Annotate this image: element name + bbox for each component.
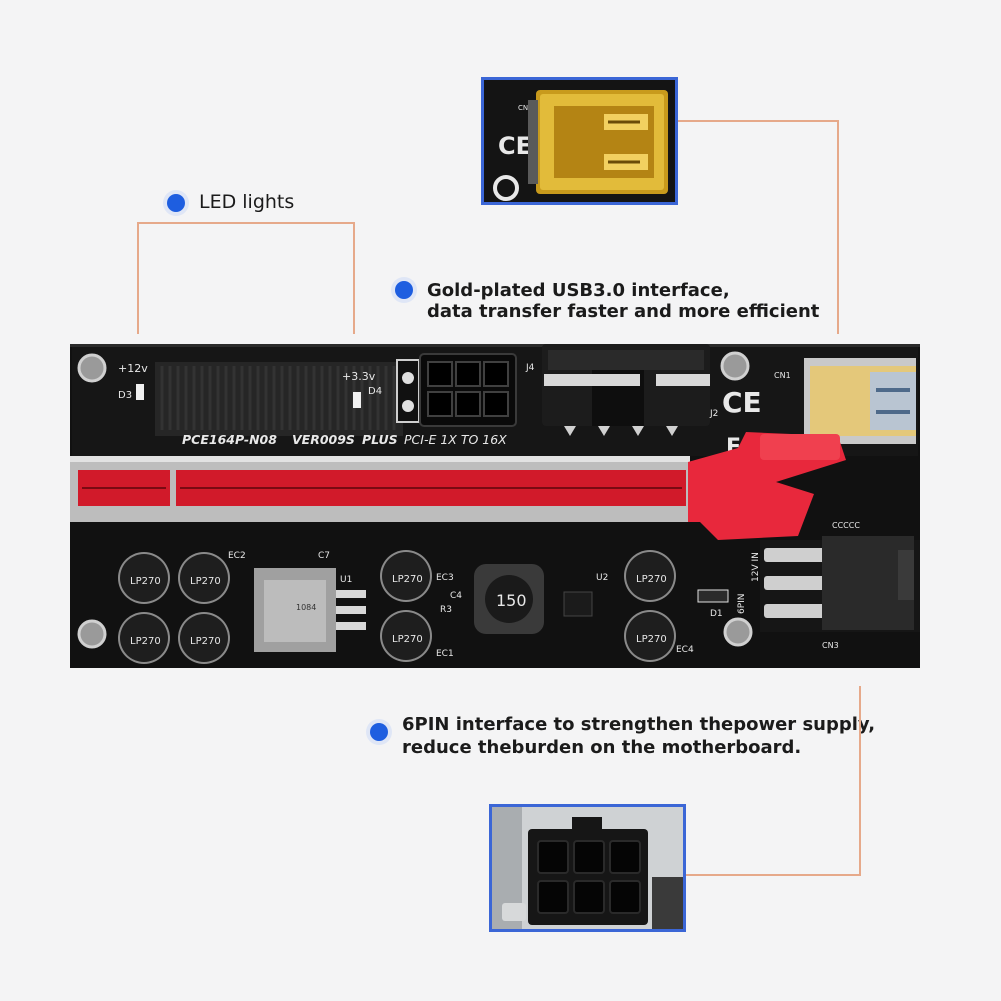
- label-12v: +12v: [118, 362, 148, 375]
- sixpin-callout-text: 6PIN interface to strengthen thepower su…: [402, 713, 875, 759]
- led-line-top: [137, 222, 355, 224]
- label-c4: C4: [450, 591, 462, 601]
- usb-line-top: [677, 120, 839, 122]
- bullet-icon: [395, 281, 413, 299]
- led-line-left: [137, 222, 139, 334]
- label-d1: D1: [710, 609, 723, 619]
- led-callout-text: LED lights: [199, 191, 295, 213]
- bullet-icon: [370, 723, 388, 741]
- label-regulator: 1084: [296, 603, 316, 612]
- bullet-icon: [167, 194, 185, 212]
- label-inductor: 150: [496, 591, 527, 610]
- svg-text:LP270: LP270: [636, 634, 667, 645]
- label-ec3: EC3: [436, 573, 454, 583]
- label-ec1: EC1: [436, 649, 454, 659]
- sixpin-line-right: [859, 686, 861, 876]
- svg-text:LP270: LP270: [130, 636, 161, 647]
- led-callout: LED lights: [167, 191, 295, 213]
- sixpin-closeup-inset: [489, 804, 686, 932]
- riser-board: +12v D3 +3.3v D4 J4 J2 CE FC CN1 PCE164P…: [70, 344, 920, 668]
- usb-callout-text: Gold-plated USB3.0 interface, data trans…: [427, 280, 819, 322]
- svg-text:LP270: LP270: [190, 576, 221, 587]
- sixpin-line-bottom: [685, 874, 861, 876]
- usb-closeup-image: CN1 CE: [484, 80, 675, 202]
- led-d4: [353, 392, 361, 408]
- label-u2: U2: [596, 573, 608, 583]
- label-r3: R3: [440, 605, 452, 615]
- label-ec2: EC2: [228, 551, 246, 561]
- label-spec: PCI-E 1X TO 16X: [404, 432, 507, 447]
- label-12vin: 12V IN: [751, 552, 761, 582]
- sixpin-callout-line-1: 6PIN interface to strengthen thepower su…: [402, 714, 876, 735]
- svg-text:LP270: LP270: [636, 574, 667, 585]
- label-model: PCE164P-N08: [182, 432, 277, 447]
- label-sixpin: 6PIN: [737, 593, 747, 614]
- label-j2: J2: [709, 409, 718, 419]
- usb-callout-line-1: Gold-plated USB3.0 interface,: [427, 280, 730, 301]
- label-d4: D4: [368, 386, 382, 397]
- label-plus: PLUS: [362, 432, 398, 447]
- svg-text:LP270: LP270: [392, 574, 423, 585]
- label-d3: D3: [118, 390, 132, 401]
- svg-text:LP270: LP270: [190, 636, 221, 647]
- svg-text:LP270: LP270: [130, 576, 161, 587]
- capacitors: LP270 LP270 LP270 LP270 LP270 LP270: [118, 550, 676, 664]
- usb-callout: Gold-plated USB3.0 interface, data trans…: [395, 280, 819, 322]
- label-ce: CE: [722, 386, 762, 419]
- usb-callout-line-2: data transfer faster and more efficient: [427, 301, 820, 322]
- usb-line-right: [837, 120, 839, 334]
- mounting-holes: [77, 351, 753, 649]
- label-j4: J4: [525, 363, 535, 373]
- label-33v: +3.3v: [342, 370, 376, 383]
- usb-closeup-inset: CN1 CE: [481, 77, 678, 205]
- usb-closeup-cn1-label: CN1: [518, 104, 533, 112]
- label-version: VER009S: [292, 432, 355, 447]
- sixpin-callout: 6PIN interface to strengthen thepower su…: [370, 713, 875, 759]
- sixpin-callout-line-2: reduce theburden on the motherboard.: [402, 737, 802, 758]
- label-u1: U1: [340, 575, 352, 585]
- svg-text:LP270: LP270: [392, 634, 423, 645]
- label-ec4: EC4: [676, 645, 694, 655]
- led-d3: [136, 384, 144, 400]
- sixpin-closeup-image: [492, 807, 683, 929]
- led-line-right: [353, 222, 355, 334]
- label-cn1: CN1: [774, 371, 791, 380]
- label-c7: C7: [318, 551, 330, 561]
- usb-closeup-ce-label: CE: [498, 132, 532, 160]
- label-cn3: CN3: [822, 641, 839, 650]
- svg-text:CCCCC: CCCCC: [832, 521, 860, 530]
